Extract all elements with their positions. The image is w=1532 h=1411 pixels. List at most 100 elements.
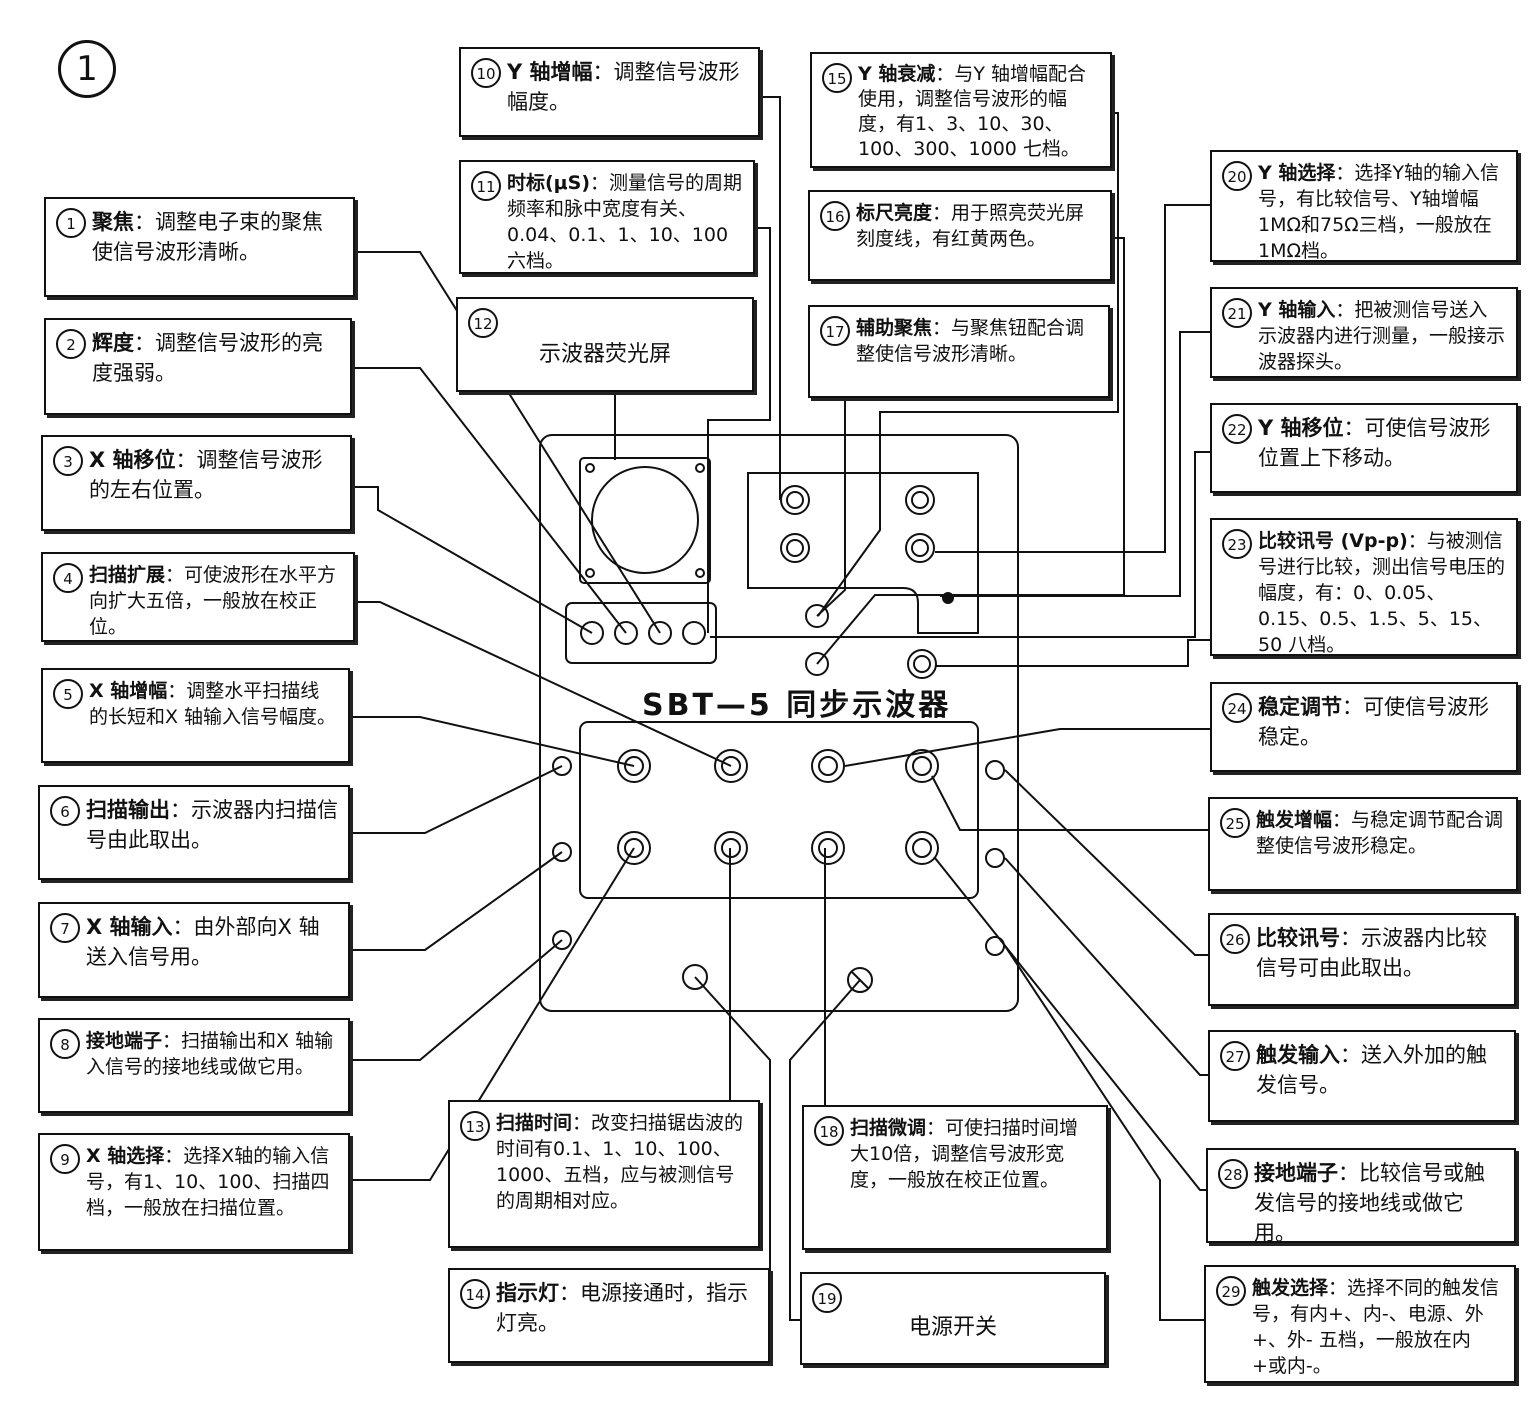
callout-title: 辉度 [92,331,134,355]
callout-number: 14 [460,1279,490,1309]
y-panel [747,472,979,634]
callout-number: 23 [1222,529,1252,559]
callout-desc: ：选择不同的触发信号，有内+、内-、电源、外+、外- 五档，一般放在内+或内-。 [1252,1277,1500,1377]
lower-panel [579,721,979,899]
callout-title: Y 轴增幅 [507,60,593,84]
callout-desc: ：可使信号波形稳定。 [1258,695,1489,749]
callout-desc: ：测量信号的周期频率和脉中宽度有关、0.04、0.1、1、10、100 六档。 [507,172,743,272]
callout-title: X 轴输入 [86,915,173,939]
callout-title: 聚焦 [92,210,134,234]
callout-title: 标尺亮度 [856,202,933,224]
callout-16: 16 标尺亮度：用于照亮荧光屏刻度线，有红黄两色。 [808,190,1112,281]
callout-desc: ：选择Y轴的输入信号，有比较信号、Y轴增幅1MΩ和75Ω三档，一般放在1MΩ档。 [1258,162,1499,262]
page-number: 1 [58,40,116,98]
callout-title: 触发增幅 [1256,809,1333,831]
callout-10: 10 Y 轴增幅：调整信号波形幅度。 [459,47,760,137]
callout-number: 8 [50,1029,80,1059]
callout-desc: ：示波器内比较信号可由此取出。 [1256,926,1487,980]
callout-1: 1 聚焦：调整电子束的聚焦使信号波形清晰。 [44,197,355,297]
callout-desc: ：送入外加的触发信号。 [1256,1043,1487,1097]
knob-y-gain [780,485,810,515]
callout-number: 28 [1218,1159,1248,1189]
callout-number: 26 [1220,924,1250,954]
knob-y-atten [780,533,810,563]
callout-title: 触发选择 [1252,1277,1329,1299]
callout-number: 2 [56,329,86,359]
callout-5: 5 X 轴增幅：调整水平扫描线的长短和X 轴输入信号幅度。 [41,668,350,763]
callout-17: 17 辅助聚焦：与聚焦钮配合调整使信号波形清晰。 [808,305,1110,398]
callout-title: 比较讯号 [1256,926,1340,950]
callout-title: Y 轴移位 [1258,416,1344,440]
callout-number: 9 [50,1144,80,1174]
callout-title: 比较讯号 (Vp-p) [1258,530,1408,552]
callout-title: 辅助聚焦 [856,317,933,339]
callout-number: 7 [50,913,80,943]
callout-desc: ：选择X轴的输入信号，有1、10、100、扫描四档，一般放在扫描位置。 [86,1145,330,1219]
callout-number: 4 [53,563,83,593]
callout-desc: ：调整水平扫描线的长短和X 轴输入信号幅度。 [89,680,337,728]
callout-desc: ：改变扫描锯齿波的时间有0.1、1、10、100、1000、五档，应与被测信号的… [496,1112,744,1212]
callout-title: Y 轴衰减 [858,63,936,85]
callout-desc: ：与被测信号进行比较，测出信号电压的幅度，有：0、0.05、0.15、0.5、1… [1258,530,1506,656]
callout-6: 6 扫描输出：示波器内扫描信号由此取出。 [38,785,350,880]
callout-3: 3 X 轴移位：调整信号波形的左右位置。 [41,435,352,531]
callout-desc: 电源开关 [908,1315,997,1340]
callout-9: 9 X 轴选择：选择X轴的输入信号，有1、10、100、扫描四档，一般放在扫描位… [38,1133,350,1251]
callout-27: 27 触发输入：送入外加的触发信号。 [1208,1030,1516,1122]
callout-desc: ：扫描输出和X 轴输入信号的接地线或做它用。 [86,1030,334,1078]
callout-11: 11 时标(μS)：测量信号的周期频率和脉中宽度有关、0.04、0.1、1、10… [459,160,755,274]
callout-number: 12 [468,308,498,338]
callout-desc: ：调整信号波形的左右位置。 [89,448,323,502]
callout-25: 25 触发增幅：与稳定调节配合调整使信号波形稳定。 [1208,797,1518,891]
callout-desc: ：可使信号波形位置上下移动。 [1258,416,1491,470]
callout-number: 5 [53,679,83,709]
callout-title: 触发输入 [1256,1043,1340,1067]
callout-title: X 轴选择 [86,1145,165,1167]
panel-label: SBT—5 同步示波器 [642,688,952,723]
callout-number: 3 [53,446,83,476]
callout-28: 28 接地端子：比较信号或触发信号的接地线或做它用。 [1206,1148,1516,1245]
x-knob-panel [565,602,717,664]
callout-number: 24 [1222,693,1252,723]
callout-desc: ：示波器内扫描信号由此取出。 [86,798,338,852]
callout-title: 稳定调节 [1258,695,1342,719]
callout-22: 22 Y 轴移位：可使信号波形位置上下移动。 [1210,403,1518,493]
callout-desc: ：可使扫描时间增大10倍，调整信号波形宽度，一般放在校正位置。 [850,1117,1079,1191]
callout-13: 13 扫描时间：改变扫描锯齿波的时间有0.1、1、10、100、1000、五档，… [448,1100,760,1248]
knob-y-select [905,485,935,515]
callout-21: 21 Y 轴输入：把被测信号送入示波器内进行测量，一般接示波器探头。 [1210,287,1518,378]
callout-18: 18 扫描微调：可使扫描时间增大10倍，调整信号波形宽度，一般放在校正位置。 [802,1105,1108,1250]
callout-desc: 示波器荧光屏 [538,342,671,367]
callout-number: 13 [460,1111,490,1141]
callout-title: 指示灯 [496,1281,559,1305]
callout-title: 扫描时间 [496,1112,573,1134]
callout-desc: ：调整信号波形的亮度强弱。 [92,331,323,385]
callout-desc: ：调整信号波形幅度。 [507,60,740,114]
callout-number: 22 [1222,414,1252,444]
callout-4: 4 扫描扩展：可使波形在水平方向扩大五倍，一般放在校正位。 [41,552,355,642]
callout-23: 23 比较讯号 (Vp-p)：与被测信号进行比较，测出信号电压的幅度，有：0、0… [1210,518,1518,656]
callout-number: 6 [50,796,80,826]
callout-desc: ：比较信号或触发信号的接地线或做它用。 [1254,1161,1485,1245]
callout-desc: ：把被测信号送入示波器内进行测量，一般接示波器探头。 [1258,299,1506,373]
callout-title: Y 轴输入 [1258,299,1336,321]
callout-number: 11 [471,171,501,201]
screen [591,466,699,574]
callout-2: 2 辉度：调整信号波形的亮度强弱。 [44,318,352,415]
screen-bezel [579,457,711,584]
callout-title: 接地端子 [1254,1161,1338,1185]
callout-26: 26 比较讯号：示波器内比较信号可由此取出。 [1208,913,1516,1006]
callout-7: 7 X 轴输入：由外部向X 轴送入信号用。 [38,902,350,998]
callout-desc: ：与Y 轴增幅配合使用，调整信号波形的幅度，有1、3、10、30、100、300… [858,63,1087,160]
callout-desc: ：由外部向X 轴送入信号用。 [86,915,320,969]
callout-15: 15 Y 轴衰减：与Y 轴增幅配合使用，调整信号波形的幅度，有1、3、10、30… [810,52,1112,168]
callout-number: 16 [820,201,850,231]
callout-desc: ：电源接通时，指示灯亮。 [496,1281,748,1335]
callout-title: X 轴移位 [89,448,176,472]
callout-title: X 轴增幅 [89,680,168,702]
callout-number: 20 [1222,161,1252,191]
callout-desc: ：可使波形在水平方向扩大五倍，一般放在校正位。 [89,564,337,638]
callout-number: 15 [822,63,852,93]
callout-number: 10 [471,58,501,88]
